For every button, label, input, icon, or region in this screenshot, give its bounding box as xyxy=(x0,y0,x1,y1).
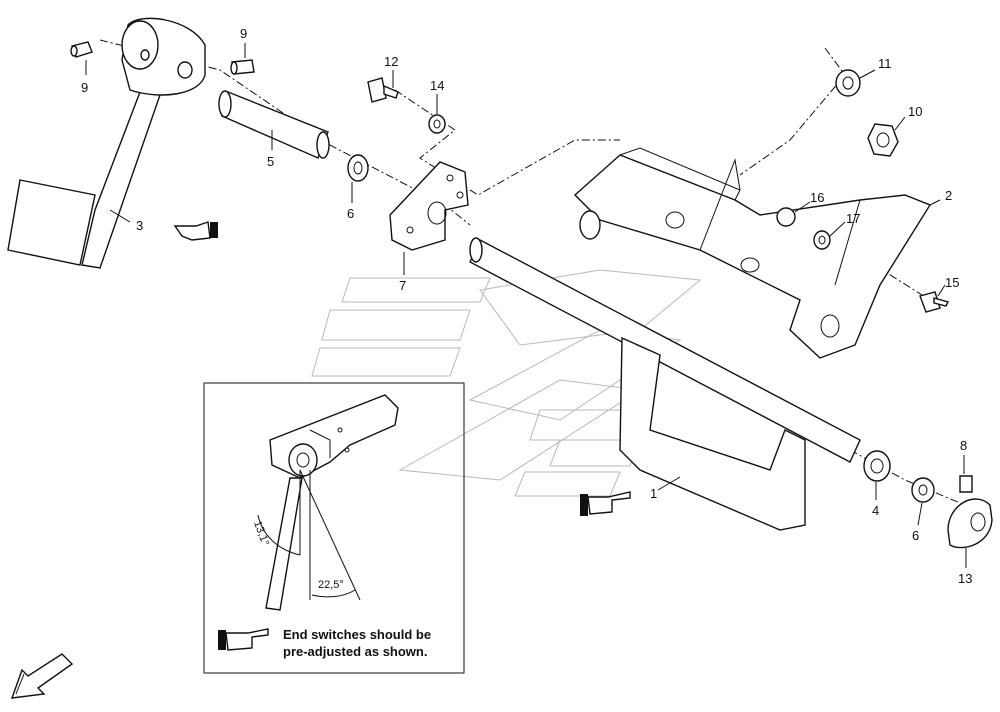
callout-17: 17 xyxy=(846,211,860,226)
callout-15: 15 xyxy=(945,275,959,290)
callout-16: 16 xyxy=(810,190,824,205)
callout-12: 12 xyxy=(384,54,398,69)
angle-label-b: 22,5° xyxy=(318,579,344,591)
leader-lines xyxy=(85,43,967,568)
pin-part-5 xyxy=(218,90,330,159)
direction-arrow-icon xyxy=(10,653,74,699)
callout-10: 10 xyxy=(908,104,922,119)
callout-8: 8 xyxy=(960,438,967,453)
callout-3: 3 xyxy=(136,218,143,233)
washer-part-17 xyxy=(813,230,831,250)
collar-part-13 xyxy=(947,498,993,549)
set-screw-part-9 xyxy=(70,41,255,75)
set-screw-part-8 xyxy=(959,475,973,493)
pedal-lever-part-3 xyxy=(7,17,206,269)
callout-7: 7 xyxy=(399,278,406,293)
screw-part-12 xyxy=(367,77,399,103)
inset-detail: 13,1° 22,5° End switches should be pre-a… xyxy=(203,382,465,674)
screw-part-15 xyxy=(919,291,950,313)
callout-6: 6 xyxy=(347,206,354,221)
part-callouts: 9 9 5 3 6 7 12 14 11 10 2 16 17 15 1 8 4… xyxy=(81,26,972,586)
callout-4: 4 xyxy=(872,503,879,518)
callout-9: 9 xyxy=(81,80,88,95)
bushing-part-4 xyxy=(863,450,891,482)
callout-14: 14 xyxy=(430,78,444,93)
pointing-hand-icon xyxy=(173,221,218,241)
callout-13: 13 xyxy=(958,571,972,586)
nut-part-10 xyxy=(867,123,899,157)
bushing-part-16 xyxy=(776,207,796,227)
note-line-1: End switches should be xyxy=(283,627,431,642)
callout-1: 1 xyxy=(650,486,657,501)
pointing-hand-icon xyxy=(218,628,269,651)
pointing-hand-icon xyxy=(580,491,631,516)
washer-part-14 xyxy=(428,114,446,134)
washer-part-6-right xyxy=(911,477,935,503)
washer-part-11 xyxy=(835,69,861,97)
callout-2: 2 xyxy=(945,188,952,203)
bushing-part-6-left xyxy=(347,154,369,182)
note-line-2: pre-adjusted as shown. xyxy=(283,644,427,659)
callout-9: 9 xyxy=(240,26,247,41)
callout-5: 5 xyxy=(267,154,274,169)
shaft-part-1 xyxy=(469,237,861,531)
angle-label-a: 13,1° xyxy=(251,519,271,547)
callout-6: 6 xyxy=(912,528,919,543)
switch-plate-part-7 xyxy=(389,161,469,251)
bracket-part-2 xyxy=(573,147,932,359)
callout-11: 11 xyxy=(878,56,892,71)
